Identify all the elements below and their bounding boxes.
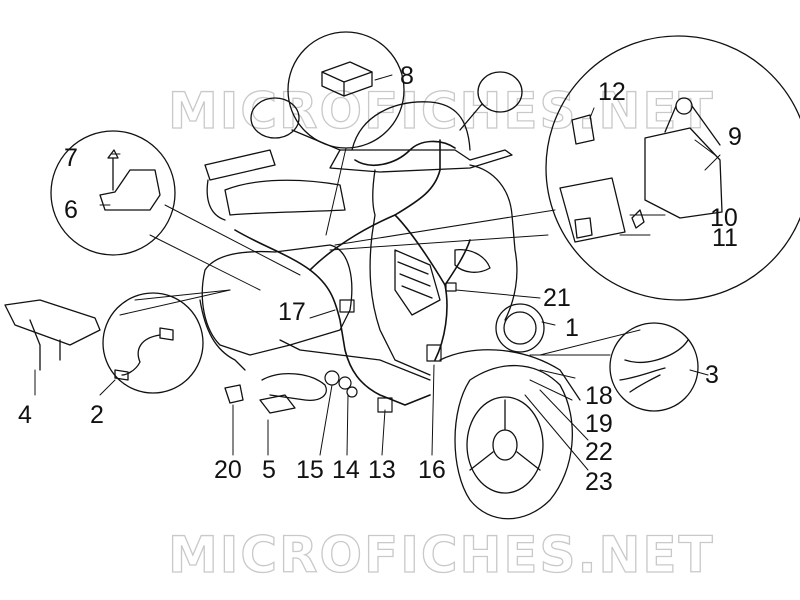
watermark-top: MICROFICHES.NET xyxy=(167,81,715,140)
callout-23: 23 xyxy=(585,468,613,496)
circle-ecu xyxy=(545,35,800,301)
callout-18: 18 xyxy=(585,382,613,410)
callout-8: 8 xyxy=(400,62,414,90)
callout-3: 3 xyxy=(705,361,719,389)
callout-21: 21 xyxy=(543,284,571,312)
callout-5: 5 xyxy=(262,456,276,484)
front-shield xyxy=(369,164,518,376)
callout-13: 13 xyxy=(368,456,396,484)
headlight xyxy=(495,303,545,353)
callout-7: 7 xyxy=(64,144,78,172)
callout-9: 9 xyxy=(728,123,742,151)
watermark-bottom: MICROFICHES.NET xyxy=(167,525,715,584)
leader-lines xyxy=(34,74,721,471)
circle-battery-cable xyxy=(609,322,699,412)
rear-wheel xyxy=(261,373,327,401)
callout-16: 16 xyxy=(418,456,446,484)
callout-19: 19 xyxy=(585,410,613,438)
callout-6: 6 xyxy=(64,196,78,224)
circle-relay xyxy=(287,31,405,149)
callout-20: 20 xyxy=(214,456,242,484)
circle-battery-bracket xyxy=(50,130,176,256)
callout-17: 17 xyxy=(278,298,306,326)
callout-22: 22 xyxy=(585,438,613,466)
callout-11: 11 xyxy=(712,224,738,252)
wiring-harness xyxy=(234,139,471,406)
callout-4: 4 xyxy=(18,401,32,429)
seat-rack-body xyxy=(199,149,431,381)
loose-parts xyxy=(4,299,296,414)
callout-12: 12 xyxy=(598,78,626,106)
circle-fuse-wire xyxy=(102,292,204,394)
callout-10: 10 xyxy=(710,204,738,232)
harness-connectors xyxy=(324,282,457,413)
windshield-mirrors xyxy=(250,71,523,173)
callout-15: 15 xyxy=(296,456,324,484)
callout-1: 1 xyxy=(565,314,579,342)
front-wheel xyxy=(439,349,581,520)
callout-2: 2 xyxy=(90,401,104,429)
callout-14: 14 xyxy=(332,456,360,484)
